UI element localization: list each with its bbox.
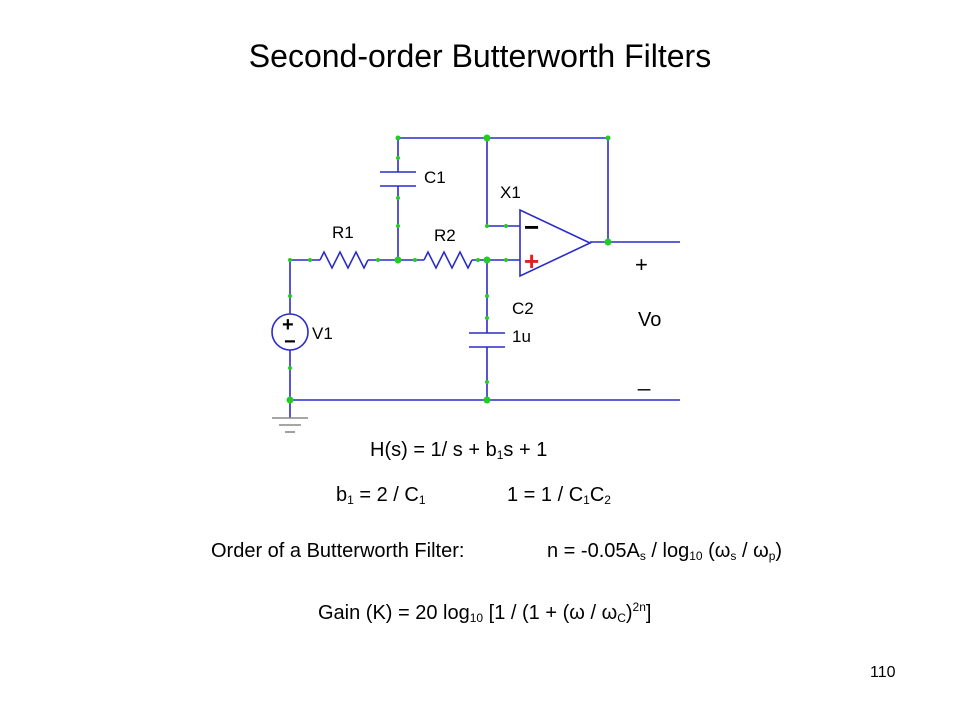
x1-label: X1 [500, 183, 521, 202]
order-paren: ( [702, 540, 715, 562]
order-pre: n = -0.05A [547, 540, 640, 562]
order-slash: / [736, 540, 754, 562]
one-eq-c2-subscript: 2 [604, 493, 611, 507]
b1-b: b [336, 484, 348, 506]
gain-mid: [1 / (1 + ( [483, 602, 570, 624]
input-wire [289, 259, 320, 300]
order-equation: n = -0.05As / log10 (ωs / ωp) [547, 540, 782, 563]
gain-log-subscript: 10 [469, 611, 484, 625]
gain-close: ) [625, 602, 633, 624]
order-omega-p: ω [753, 540, 769, 562]
gain-wc-subscript: C [617, 611, 626, 625]
r1-label: R1 [332, 223, 354, 242]
order-log-subscript: 10 [689, 549, 703, 563]
v1-source [271, 313, 309, 351]
one-eq-pre: 1 = 1 / C [507, 484, 584, 506]
one-eq-c: C [589, 484, 605, 506]
gain-equation: Gain (K) = 20 log10 [1 / (1 + (ω / ωC)2n… [318, 600, 651, 625]
v1-label: V1 [312, 324, 333, 343]
source-plus-sign: + [282, 314, 294, 336]
transfer-function-equation: H(s) = 1/ s + b1s + 1 [370, 439, 547, 462]
gain-omega: ω [569, 602, 585, 624]
gain-pre: Gain (K) = 20 log [318, 602, 470, 624]
c2-value-label: 1u [512, 327, 531, 346]
opamp-minus-sign: − [524, 212, 539, 242]
node-dots [286, 134, 612, 404]
order-wp-subscript: p [768, 549, 776, 563]
one-equation: 1 = 1 / C1C2 [507, 484, 611, 507]
r2-resistor [423, 250, 473, 270]
order-ws-subscript: s [730, 549, 737, 563]
order-close: ) [775, 540, 783, 562]
r2-label: R2 [434, 226, 456, 245]
order-omega-s: ω [714, 540, 731, 562]
c1-label: C1 [424, 168, 446, 187]
order-as-subscript: s [639, 549, 646, 563]
vo-label: Vo [638, 309, 661, 331]
transfer-lhs: H(s) = 1/ s + b [370, 439, 497, 461]
source-minus-sign: − [284, 331, 296, 353]
transfer-b-subscript: 1 [496, 448, 504, 462]
gain-omega-c: ω [601, 602, 618, 624]
output-plus-sign: + [635, 252, 648, 277]
b1-c-subscript: 1 [418, 493, 426, 507]
gain-slash: / [584, 602, 602, 624]
opamp-x1 [519, 208, 592, 278]
c2-label: C2 [512, 299, 534, 318]
gain-exponent: 2n [632, 600, 646, 614]
r1-resistor [319, 250, 369, 270]
order-label: Order of a Butterworth Filter: [211, 540, 465, 562]
b1-mid: = 2 / C [353, 484, 419, 506]
gain-end: ] [645, 602, 652, 624]
one-eq-c1-subscript: 1 [583, 493, 590, 507]
output-minus-sign: _ [637, 366, 651, 391]
opamp-plus-sign: + [524, 246, 539, 276]
ground-icon [272, 417, 308, 433]
page-number: 110 [870, 664, 896, 681]
slide-title: Second-order Butterworth Filters [248, 38, 712, 74]
b1-subscript: 1 [347, 493, 354, 507]
transfer-rhs: s + 1 [503, 439, 548, 461]
b1-equation: b1 = 2 / C1 [336, 484, 426, 507]
order-mid: / log [645, 540, 690, 562]
